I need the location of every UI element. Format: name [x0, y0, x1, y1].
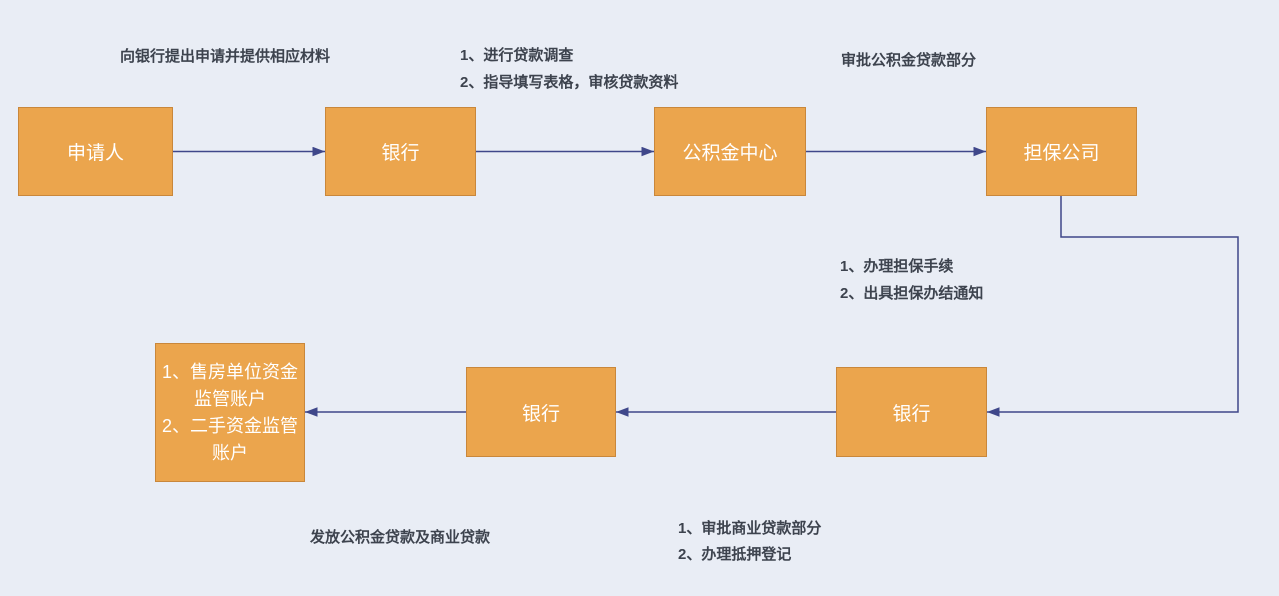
label-apply-to-bank-line-1: 向银行提出申请并提供相应材料 — [120, 48, 331, 65]
label-approve-commercial: 1、审批商业贷款部分 2、办理抵押登记 — [678, 516, 821, 568]
node-applicant-label: 申请人 — [66, 143, 124, 164]
node-bank-top[interactable]: 银行 — [325, 107, 476, 196]
label-guarantee-procedures: 1、办理担保手续 2、出具担保办结通知 — [840, 253, 983, 307]
label-approve-commercial-line-2: 2、办理抵押登记 — [678, 546, 792, 563]
supervision-accounts-item-1: 1、售房单位资金监管账户 — [161, 361, 298, 409]
label-guarantee-procedures-line-2: 2、出具担保办结通知 — [840, 285, 984, 302]
label-approve-fund-part: 审批公积金贷款部分 — [841, 52, 976, 70]
node-fund-center-label: 公积金中心 — [682, 143, 778, 164]
node-supervision-accounts[interactable]: 1、售房单位资金监管账户 2、二手资金监管账户 — [155, 343, 305, 482]
node-bank-3-label: 银行 — [521, 403, 560, 425]
node-applicant[interactable]: 申请人 — [18, 107, 173, 196]
label-guarantee-procedures-line-1: 1、办理担保手续 — [840, 258, 954, 275]
label-issue-loans: 发放公积金贷款及商业贷款 — [310, 529, 490, 547]
label-approve-fund-part-line-1: 审批公积金贷款部分 — [841, 52, 977, 69]
label-loan-survey-line-1: 1、进行贷款调查 — [460, 47, 574, 64]
node-guarantee-company-label: 担保公司 — [1023, 143, 1100, 164]
node-bank-3[interactable]: 银行 — [466, 367, 616, 457]
connector-guarantee-to-bank2 — [987, 196, 1239, 417]
supervision-accounts-item-2: 2、二手资金监管账户 — [161, 415, 298, 463]
node-guarantee-company[interactable]: 担保公司 — [986, 107, 1137, 196]
label-loan-survey-line-2: 2、指导填写表格，审核贷款资料 — [460, 74, 679, 91]
node-bank-2-label: 银行 — [892, 403, 931, 425]
label-apply-to-bank: 向银行提出申请并提供相应材料 — [120, 48, 330, 66]
node-fund-center[interactable]: 公积金中心 — [654, 107, 806, 196]
label-loan-survey: 1、进行贷款调查 2、指导填写表格，审核贷款资料 — [460, 42, 678, 96]
node-bank-2[interactable]: 银行 — [836, 367, 987, 457]
node-bank-top-label: 银行 — [381, 143, 420, 164]
label-issue-loans-line-1: 发放公积金贷款及商业贷款 — [310, 529, 491, 546]
label-approve-commercial-line-1: 1、审批商业贷款部分 — [678, 520, 822, 537]
